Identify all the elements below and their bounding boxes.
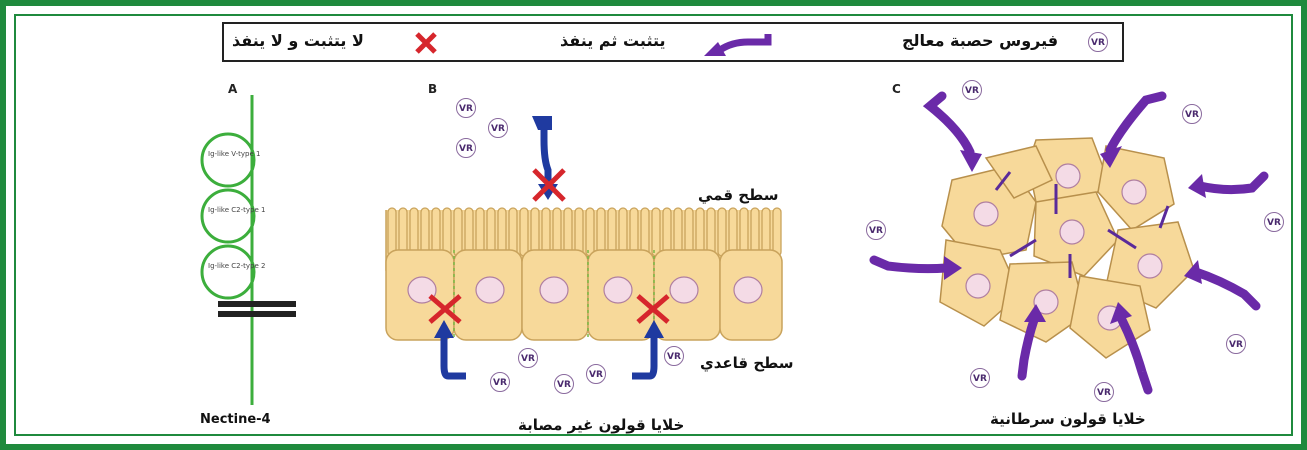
vr-virus-icon: VR [488,118,508,138]
legend-box: VR فيروس حصبة معالج يتثبت ثم ينفذ لا يتث… [222,22,1124,62]
microvillus [619,208,627,256]
microvillus [729,208,737,256]
microvillus [520,208,528,256]
microvillus [465,208,473,256]
microvillus [509,208,517,256]
panel-b-letter: B [428,82,437,96]
domain-label-v-type-1: Ig-like V-type 1 [208,150,248,159]
vr-virus-icon: VR [586,364,606,384]
microvillus [773,208,781,256]
microvillus [542,208,550,256]
vr-virus-icon: VR [970,368,990,388]
apical-surface-label: سطح قمي [698,186,778,204]
cancer-colon-cell-cluster [860,80,1260,410]
normal-colon-epithelium [378,100,788,380]
microvillus [487,208,495,256]
vr-virus-icon: VR [1226,334,1246,354]
microvillus [410,208,418,256]
microvillus [707,208,715,256]
microvillus [597,208,605,256]
vr-virus-icon: VR [554,374,574,394]
basal-surface-label: سطح قاعدي [700,354,794,372]
vr-virus-icon: VR [664,346,684,366]
vr-virus-icon: VR [1094,382,1114,402]
vr-virus-icon: VR [518,348,538,368]
microvillus [740,208,748,256]
microvillus [685,208,693,256]
domain-label-c2-type-1: Ig-like C2-type 1 [208,206,248,215]
microvillus [564,208,572,256]
microvillus [553,208,561,256]
microvillus [674,208,682,256]
microvillus [388,208,396,256]
vr-virus-icon: VR [456,138,476,158]
curved-arrow-icon [696,28,776,60]
vr-virus-icon: VR [490,372,510,392]
vr-virus-icon: VR [456,98,476,118]
panel-a-letter: A [228,82,237,96]
vr-virus-icon: VR [866,220,886,240]
microvillus [531,208,539,256]
legend-binds-enters-label: يتثبت ثم ينفذ [560,31,666,50]
legend-virus-label: فيروس حصبة معالج [902,31,1058,50]
panel-b-caption: خلايا قولون غير مصابة [518,416,684,434]
microvillus [421,208,429,256]
microvillus [498,208,506,256]
microvillus [399,208,407,256]
microvillus [454,208,462,256]
microvillus [696,208,704,256]
microvillus [575,208,583,256]
vr-virus-icon: VR [1088,32,1108,52]
microvillus [652,208,660,256]
microvillus [762,208,770,256]
microvillus [751,208,759,256]
legend-no-bind-label: لا يتثبت و لا ينفذ [232,31,364,50]
nectin4-receptor-diagram [190,95,300,415]
microvillus [663,208,671,256]
red-x-icon [414,31,438,55]
microvillus [608,208,616,256]
panel-c-caption: خلايا قولون سرطانية [990,410,1146,428]
microvillus [718,208,726,256]
domain-label-c2-type-2: Ig-like C2-type 2 [208,262,248,271]
microvillus [630,208,638,256]
panel-a-caption: Nectine-4 [200,412,271,427]
vr-virus-icon: VR [1264,212,1284,232]
microvillus [476,208,484,256]
microvillus [641,208,649,256]
microvillus [432,208,440,256]
vr-virus-icon: VR [962,80,982,100]
microvillus [443,208,451,256]
microvillus [586,208,594,256]
vr-virus-icon: VR [1182,104,1202,124]
